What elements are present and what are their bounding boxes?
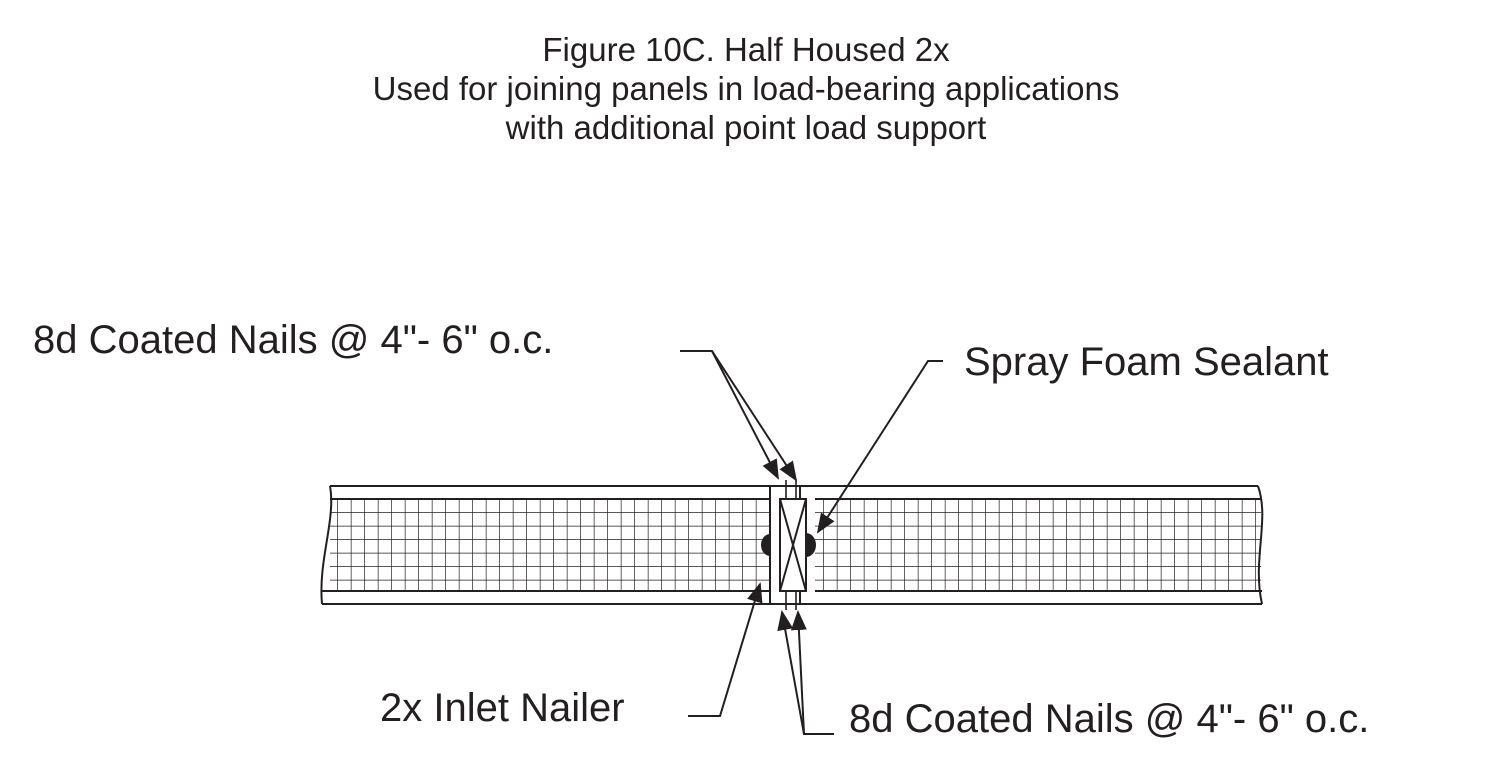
callout-inlet-nailer: 2x Inlet Nailer xyxy=(380,686,625,730)
spray-foam-beads xyxy=(761,533,816,557)
callout-nails-top: 8d Coated Nails @ 4"- 6" o.c. xyxy=(33,318,554,362)
title-line-2: Used for joining panels in load-bearing … xyxy=(372,70,1120,107)
nails-top xyxy=(785,480,797,499)
callout-nails-bottom: 8d Coated Nails @ 4"- 6" o.c. xyxy=(849,697,1370,741)
leader-nails-top xyxy=(680,350,798,482)
leader-spray-foam xyxy=(816,360,943,534)
left-panel xyxy=(320,485,770,605)
right-panel xyxy=(800,485,1264,605)
left-panel-foam-core xyxy=(330,499,770,591)
title-line-1: Figure 10C. Half Housed 2x xyxy=(542,31,950,68)
left-panel-bottom-skin xyxy=(322,590,770,605)
right-panel-break-line xyxy=(1257,485,1264,605)
nails-bottom xyxy=(785,591,797,610)
title-line-3: with additional point load support xyxy=(505,109,987,146)
figure-title: Figure 10C. Half Housed 2x Used for join… xyxy=(0,30,1492,147)
right-panel-bottom-skin xyxy=(800,590,1262,605)
foam-bead-right xyxy=(806,533,816,557)
left-panel-top-skin xyxy=(330,485,770,500)
right-panel-top-skin xyxy=(800,485,1262,500)
callout-spray-foam-sealant: Spray Foam Sealant xyxy=(964,340,1329,384)
leader-inlet-nailer xyxy=(688,582,763,717)
foam-bead-left xyxy=(761,534,770,556)
inlet-nailer xyxy=(769,485,807,605)
left-panel-break-line xyxy=(320,485,333,605)
right-panel-foam-core xyxy=(815,499,1261,591)
leader-nails-bottom xyxy=(777,610,834,735)
